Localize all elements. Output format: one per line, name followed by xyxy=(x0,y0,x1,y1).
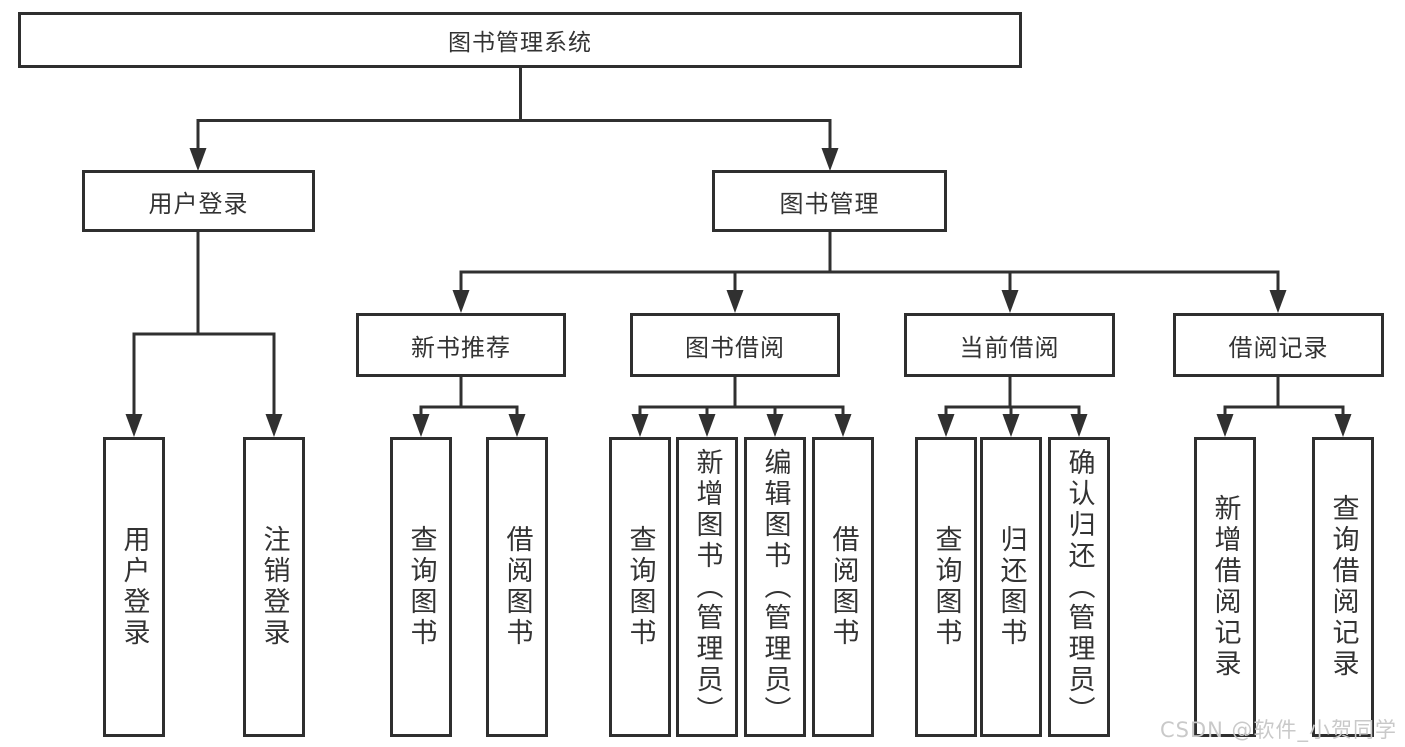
node-leaf-user-login: 用户登录 xyxy=(103,437,165,737)
arrowhead xyxy=(821,148,839,171)
node-label: 新增图书（管理员） xyxy=(691,447,723,727)
node-leaf-add-borrow-record: 新增借阅记录 xyxy=(1194,437,1256,737)
node-label: 查询图书 xyxy=(405,525,437,649)
node-leaf-query-books-borrow: 查询图书 xyxy=(609,437,671,737)
node-label: 新书推荐 xyxy=(411,333,511,362)
node-label: 用户登录 xyxy=(148,189,249,218)
arrowhead xyxy=(937,414,955,437)
connector-bookborrow-to-leaves xyxy=(631,377,852,437)
connector-borrowrecords-to-leaves xyxy=(1216,377,1352,437)
node-label: 借阅记录 xyxy=(1228,333,1329,362)
node-label: 查询图书 xyxy=(624,525,656,649)
node-leaf-borrow-books: 借阅图书 xyxy=(812,437,874,737)
node-label: 图书借阅 xyxy=(685,333,785,362)
node-label: 查询借阅记录 xyxy=(1327,494,1359,680)
node-leaf-logout: 注销登录 xyxy=(243,437,305,737)
csdn-watermark: CSDN @软件_小贺同学 xyxy=(1160,718,1398,742)
arrowhead xyxy=(834,414,852,437)
connector-bookmgmt-to-level3 xyxy=(452,232,1287,313)
arrowhead xyxy=(1269,290,1287,313)
node-label: 查询图书 xyxy=(930,525,962,649)
arrowhead xyxy=(766,414,784,437)
arrowhead xyxy=(698,414,716,437)
node-label: 图书管理系统 xyxy=(448,30,592,56)
connector-userlogin-to-leaves xyxy=(125,232,283,437)
arrowhead xyxy=(1334,414,1352,437)
arrowhead xyxy=(452,290,470,313)
node-book-management-module: 图书管理 xyxy=(712,170,947,232)
node-label: 用户登录 xyxy=(118,525,150,649)
connector-newbookrec-to-leaves xyxy=(412,377,526,437)
node-label: 注销登录 xyxy=(258,525,290,649)
node-leaf-confirm-return-admin: 确认归还（管理员） xyxy=(1048,437,1110,737)
arrowhead xyxy=(1070,414,1088,437)
node-leaf-query-books-rec: 查询图书 xyxy=(390,437,452,737)
node-book-borrowing: 图书借阅 xyxy=(630,313,840,377)
arrowhead xyxy=(726,290,744,313)
node-label: 归还图书 xyxy=(995,525,1027,649)
node-label: 借阅图书 xyxy=(501,525,533,649)
arrowhead xyxy=(1002,414,1020,437)
arrowhead xyxy=(631,414,649,437)
arrowhead xyxy=(1001,290,1019,313)
node-current-borrowing: 当前借阅 xyxy=(904,313,1115,377)
node-label: 图书管理 xyxy=(779,189,880,218)
node-label: 当前借阅 xyxy=(959,333,1060,362)
node-new-book-recommendation: 新书推荐 xyxy=(356,313,566,377)
node-leaf-edit-books-admin: 编辑图书（管理员） xyxy=(744,437,806,737)
node-leaf-add-books-admin: 新增图书（管理员） xyxy=(676,437,738,737)
node-label: 编辑图书（管理员） xyxy=(759,447,791,727)
node-leaf-query-borrow-record: 查询借阅记录 xyxy=(1312,437,1374,737)
arrowhead xyxy=(125,414,143,437)
connector-root-to-level2 xyxy=(189,66,839,171)
node-root-system: 图书管理系统 xyxy=(18,12,1022,68)
arrowhead xyxy=(508,414,526,437)
node-user-login-module: 用户登录 xyxy=(82,170,315,232)
arrowhead xyxy=(189,148,207,171)
node-leaf-borrow-books-rec: 借阅图书 xyxy=(486,437,548,737)
arrowhead xyxy=(412,414,430,437)
connector-currentborrow-to-leaves xyxy=(937,377,1088,437)
node-borrowing-records: 借阅记录 xyxy=(1173,313,1384,377)
node-leaf-return-books: 归还图书 xyxy=(980,437,1042,737)
arrowhead xyxy=(265,414,283,437)
node-leaf-query-books-current: 查询图书 xyxy=(915,437,977,737)
node-label: 借阅图书 xyxy=(827,525,859,649)
node-label: 确认归还（管理员） xyxy=(1063,447,1095,727)
node-label: 新增借阅记录 xyxy=(1209,494,1241,680)
arrowhead xyxy=(1216,414,1234,437)
